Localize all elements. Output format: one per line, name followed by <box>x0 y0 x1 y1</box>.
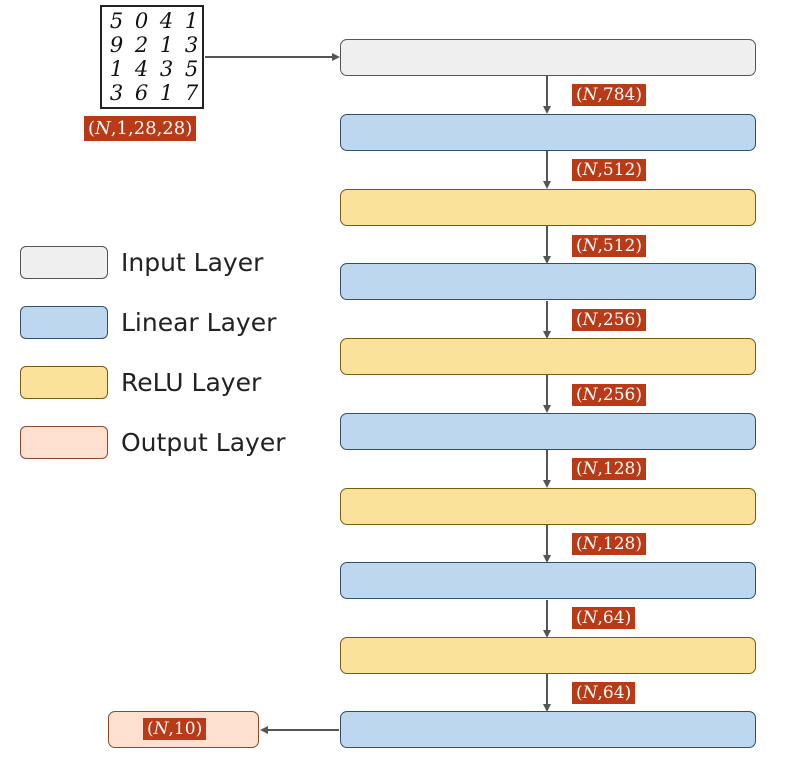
digit: 5 <box>109 9 124 33</box>
digit: 2 <box>134 33 149 57</box>
legend-swatch-output <box>20 426 108 459</box>
shape-dims: ,64 <box>597 683 625 703</box>
shape-dims: ,128 <box>597 459 636 479</box>
shape-batch-symbol: N <box>582 160 598 180</box>
shape-dims: ,64 <box>597 608 625 628</box>
digit: 4 <box>134 57 149 81</box>
digit: 0 <box>134 9 149 33</box>
digit: 4 <box>159 9 174 33</box>
legend-label-output: Output Layer <box>121 428 286 457</box>
shape-batch-symbol: N <box>95 118 111 139</box>
digit: 1 <box>184 9 199 33</box>
relu-layer-block <box>340 338 756 375</box>
relu-layer-block <box>340 637 756 674</box>
legend-label-relu: ReLU Layer <box>121 368 262 397</box>
relu-layer-block <box>340 189 756 226</box>
digit: 3 <box>184 33 199 57</box>
tensor-shape-label: (N,256) <box>572 309 647 331</box>
shape-dims: ,128 <box>597 534 636 554</box>
relu-layer-block <box>340 488 756 525</box>
shape-batch-symbol: N <box>582 236 598 256</box>
shape-batch-symbol: N <box>582 310 598 330</box>
shape-dims: ,10 <box>168 719 196 739</box>
digit: 1 <box>159 33 174 57</box>
tensor-shape-label: (N,128) <box>572 533 647 555</box>
linear-layer-block <box>340 413 756 450</box>
tensor-shape-label: (N,784) <box>572 84 647 106</box>
tensor-shape-label: (N,128) <box>572 458 647 480</box>
shape-dims: ,512 <box>597 236 636 256</box>
shape-dims: ,512 <box>597 160 636 180</box>
output-shape-label: (N,10) <box>143 718 207 740</box>
tensor-shape-label: (N,64) <box>572 607 636 629</box>
mnist-input-image: 5 0 4 1 9 2 1 3 1 4 3 5 3 6 1 7 <box>100 5 204 109</box>
digit: 6 <box>134 81 149 105</box>
linear-layer-block <box>340 562 756 599</box>
legend-label-linear: Linear Layer <box>121 308 277 337</box>
shape-batch-symbol: N <box>153 719 169 739</box>
linear-layer-block <box>340 711 756 748</box>
digit: 9 <box>109 33 124 57</box>
legend-swatch-input <box>20 246 108 279</box>
tensor-shape-label: (N,512) <box>572 235 647 257</box>
digit: 1 <box>159 81 174 105</box>
linear-layer-block <box>340 114 756 151</box>
shape-dims: ,1,28,28 <box>110 118 186 139</box>
shape-dims: ,784 <box>597 85 636 105</box>
digit: 3 <box>109 81 124 105</box>
legend-swatch-relu <box>20 366 108 399</box>
shape-batch-symbol: N <box>582 608 598 628</box>
legend-swatch-linear <box>20 306 108 339</box>
linear-layer-block <box>340 263 756 300</box>
shape-batch-symbol: N <box>582 85 598 105</box>
tensor-shape-label: (N,512) <box>572 159 647 181</box>
shape-dims: ,256 <box>597 310 636 330</box>
shape-batch-symbol: N <box>582 459 598 479</box>
shape-dims: ,256 <box>597 385 636 405</box>
shape-batch-symbol: N <box>582 683 598 703</box>
input-layer-block <box>340 39 756 76</box>
digit: 7 <box>184 81 199 105</box>
tensor-shape-label: (N,256) <box>572 384 647 406</box>
shape-batch-symbol: N <box>582 385 598 405</box>
digit: 3 <box>159 57 174 81</box>
legend-label-input: Input Layer <box>121 248 264 277</box>
digit: 5 <box>184 57 199 81</box>
tensor-shape-label: (N,64) <box>572 682 636 704</box>
shape-batch-symbol: N <box>582 534 598 554</box>
input-shape-label: (N,1,28,28) <box>84 116 197 141</box>
digit: 1 <box>109 57 124 81</box>
